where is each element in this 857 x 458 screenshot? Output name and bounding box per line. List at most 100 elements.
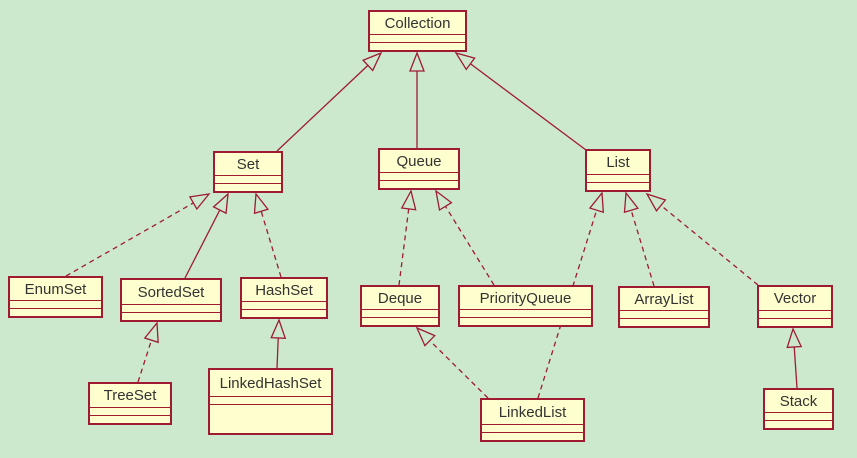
edge-TreeSet-SortedSet bbox=[137, 321, 159, 383]
edge-line-solid bbox=[184, 209, 221, 279]
generalization-arrowhead-icon bbox=[623, 191, 639, 214]
methods-compartment bbox=[482, 432, 583, 440]
generalization-arrowhead-icon bbox=[409, 51, 425, 72]
class-name: LinkedHashSet bbox=[219, 374, 322, 392]
fields-compartment bbox=[90, 407, 170, 415]
class-box-arraylist: ArrayList bbox=[618, 286, 710, 328]
generalization-arrowhead-icon bbox=[143, 321, 159, 344]
class-box-deque: Deque bbox=[360, 285, 440, 327]
fields-compartment bbox=[242, 301, 326, 309]
generalization-arrowhead-icon bbox=[188, 193, 211, 211]
edge-line-dashed bbox=[137, 339, 153, 383]
edge-LinkedHashSet-HashSet bbox=[270, 318, 287, 369]
methods-compartment bbox=[380, 180, 458, 188]
class-name: SortedSet bbox=[137, 283, 205, 301]
edge-Queue-Collection bbox=[409, 51, 425, 148]
fields-compartment bbox=[620, 310, 708, 318]
edge-line-solid bbox=[793, 346, 798, 389]
generalization-arrowhead-icon bbox=[270, 318, 287, 339]
generalization-arrowhead-icon bbox=[786, 327, 803, 349]
edge-LinkedList-Deque bbox=[415, 326, 489, 399]
generalization-arrowhead-icon bbox=[435, 189, 453, 212]
class-box-linkedlist: LinkedList bbox=[480, 398, 585, 442]
methods-compartment bbox=[362, 317, 438, 325]
fields-compartment bbox=[10, 300, 101, 308]
class-box-priorityqueue: PriorityQueue bbox=[458, 285, 593, 327]
edge-line-dashed bbox=[429, 340, 489, 399]
generalization-arrowhead-icon bbox=[415, 326, 436, 347]
methods-compartment bbox=[370, 42, 465, 50]
class-name: HashSet bbox=[255, 281, 313, 299]
methods-compartment bbox=[215, 183, 281, 191]
edge-Stack-Vector bbox=[786, 327, 803, 389]
edge-LinkedList-List bbox=[537, 191, 605, 399]
methods-compartment bbox=[759, 318, 831, 326]
fields-compartment bbox=[215, 175, 281, 183]
class-name: PriorityQueue bbox=[479, 289, 572, 307]
class-box-hashset: HashSet bbox=[240, 277, 328, 319]
edge-Set-Collection bbox=[276, 51, 383, 152]
class-box-list: List bbox=[585, 149, 651, 192]
fields-compartment bbox=[370, 34, 465, 42]
class-box-linkedhashset: LinkedHashSet bbox=[208, 368, 333, 435]
fields-compartment bbox=[460, 309, 591, 317]
edge-line-solid bbox=[276, 64, 369, 152]
class-name: Stack bbox=[779, 392, 818, 410]
methods-compartment bbox=[90, 415, 170, 423]
class-box-stack: Stack bbox=[763, 388, 834, 430]
class-name: TreeSet bbox=[103, 387, 157, 404]
fields-compartment bbox=[122, 304, 220, 312]
edge-Deque-Queue bbox=[398, 189, 417, 286]
methods-compartment bbox=[210, 404, 331, 433]
generalization-arrowhead-icon bbox=[454, 51, 476, 71]
class-name: List bbox=[606, 154, 630, 171]
class-name: Collection bbox=[384, 14, 451, 32]
edge-line-solid bbox=[470, 63, 587, 151]
fields-compartment bbox=[765, 412, 832, 420]
fields-compartment bbox=[482, 424, 583, 432]
class-name: ArrayList bbox=[634, 290, 694, 308]
edge-List-Collection bbox=[454, 51, 587, 151]
class-box-queue: Queue bbox=[378, 148, 460, 190]
methods-compartment bbox=[765, 420, 832, 428]
fields-compartment bbox=[380, 172, 458, 180]
methods-compartment bbox=[10, 308, 101, 316]
edge-ArrayList-List bbox=[623, 191, 655, 287]
edge-Vector-List bbox=[645, 192, 759, 286]
class-name: LinkedList bbox=[498, 403, 567, 421]
edge-line-dashed bbox=[444, 205, 495, 286]
edge-line-dashed bbox=[660, 204, 759, 286]
generalization-arrowhead-icon bbox=[361, 51, 383, 72]
edge-SortedSet-Set bbox=[184, 192, 229, 279]
generalization-arrowhead-icon bbox=[212, 192, 229, 215]
generalization-arrowhead-icon bbox=[588, 191, 605, 214]
edge-line-dashed bbox=[398, 208, 410, 286]
generalization-arrowhead-icon bbox=[253, 192, 269, 215]
class-box-treeset: TreeSet bbox=[88, 382, 172, 425]
generalization-arrowhead-icon bbox=[645, 192, 667, 212]
edge-HashSet-Set bbox=[253, 192, 282, 278]
edge-PriorityQueue-Queue bbox=[435, 189, 495, 286]
fields-compartment bbox=[759, 310, 831, 318]
generalization-arrowhead-icon bbox=[400, 189, 417, 211]
edge-line-dashed bbox=[537, 209, 598, 399]
class-name: Vector bbox=[773, 290, 817, 307]
methods-compartment bbox=[620, 318, 708, 326]
class-box-collection: Collection bbox=[368, 10, 467, 52]
edge-line-solid bbox=[276, 337, 279, 369]
class-name: Deque bbox=[377, 289, 423, 307]
class-box-vector: Vector bbox=[757, 285, 833, 328]
class-box-enumset: EnumSet bbox=[8, 276, 103, 318]
edge-EnumSet-Set bbox=[65, 193, 211, 277]
methods-compartment bbox=[242, 309, 326, 317]
class-box-set: Set bbox=[213, 151, 283, 193]
class-name: EnumSet bbox=[24, 280, 87, 298]
edge-line-dashed bbox=[65, 202, 194, 277]
fields-compartment bbox=[362, 309, 438, 317]
class-name: Queue bbox=[396, 152, 442, 170]
methods-compartment bbox=[460, 317, 591, 325]
edge-line-dashed bbox=[260, 211, 282, 278]
edge-line-dashed bbox=[630, 210, 655, 287]
methods-compartment bbox=[587, 182, 649, 190]
